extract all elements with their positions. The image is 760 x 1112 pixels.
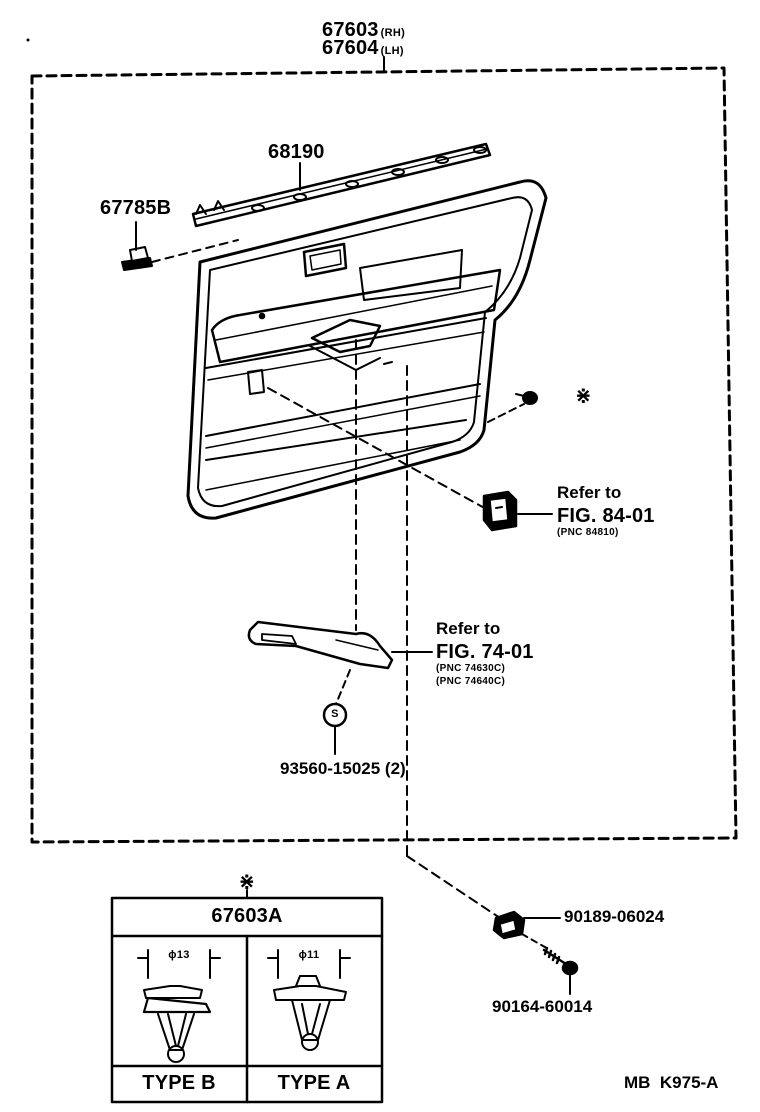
switch-refer-to: Refer to [557, 483, 622, 502]
handle-pnc-2: (PNC 74640C) [436, 676, 506, 687]
type-a-dimension: ϕ11 [298, 949, 320, 961]
figure-code: MB K975-A [624, 1073, 719, 1092]
type-b-dimension: ϕ13 [168, 949, 190, 961]
assembly-suffix-rh: (RH) [380, 27, 406, 39]
table-mark: ⋇ [238, 871, 256, 893]
clip-holder-dashed [151, 239, 239, 263]
molding-strip [191, 142, 492, 228]
switch-pnc: (PNC 84810) [557, 527, 619, 538]
clip-dashed [487, 403, 525, 423]
label-molding: 68190 [268, 141, 325, 163]
screw-lower-dashed [521, 933, 551, 951]
trim-clip [515, 391, 538, 405]
switch-dashed [267, 387, 489, 511]
handle-pnc-1: (PNC 74630C) [436, 663, 506, 674]
switch-fig: FIG. 84-01 [557, 505, 655, 527]
clip-star-mark: ⋇ [575, 385, 592, 407]
assembly-part-lh: 67604(LH) [322, 38, 404, 58]
type-b-label: TYPE B [142, 1072, 216, 1094]
label-screw: 90164-60014 [492, 997, 593, 1016]
assembly-part-rh: 67603(RH) [322, 20, 405, 40]
assembly-boundary [30, 66, 738, 844]
label-handle-bezel: 90189-06024 [564, 907, 665, 926]
type-a-clip [267, 949, 351, 1051]
clip-holder-67785b [121, 246, 153, 271]
screw-dashed-lower [335, 669, 351, 705]
type-b-clip [137, 949, 221, 1063]
table-title: 67603A [211, 905, 283, 927]
door-handle [247, 620, 394, 670]
handle-bezel-dashed-2 [406, 855, 501, 919]
handle-fig: FIG. 74-01 [436, 641, 534, 663]
handle-bezel [492, 910, 526, 940]
door-trim-panel [186, 179, 548, 520]
screw-symbol: S [331, 708, 339, 720]
assembly-suffix-lh: (LH) [380, 45, 404, 57]
handle-refer-to: Refer to [436, 619, 501, 638]
label-door-handle-screw: 93560-15025 (2) [280, 759, 406, 778]
assembly-part-lh-number: 67604 [322, 37, 379, 59]
window-switch [482, 490, 518, 532]
stray-dot [26, 38, 30, 42]
screw-90164 [542, 946, 579, 976]
type-a-label: TYPE A [277, 1072, 351, 1094]
assembly-part-rh-number: 67603 [322, 19, 379, 41]
label-clip-holder: 67785B [100, 197, 172, 219]
